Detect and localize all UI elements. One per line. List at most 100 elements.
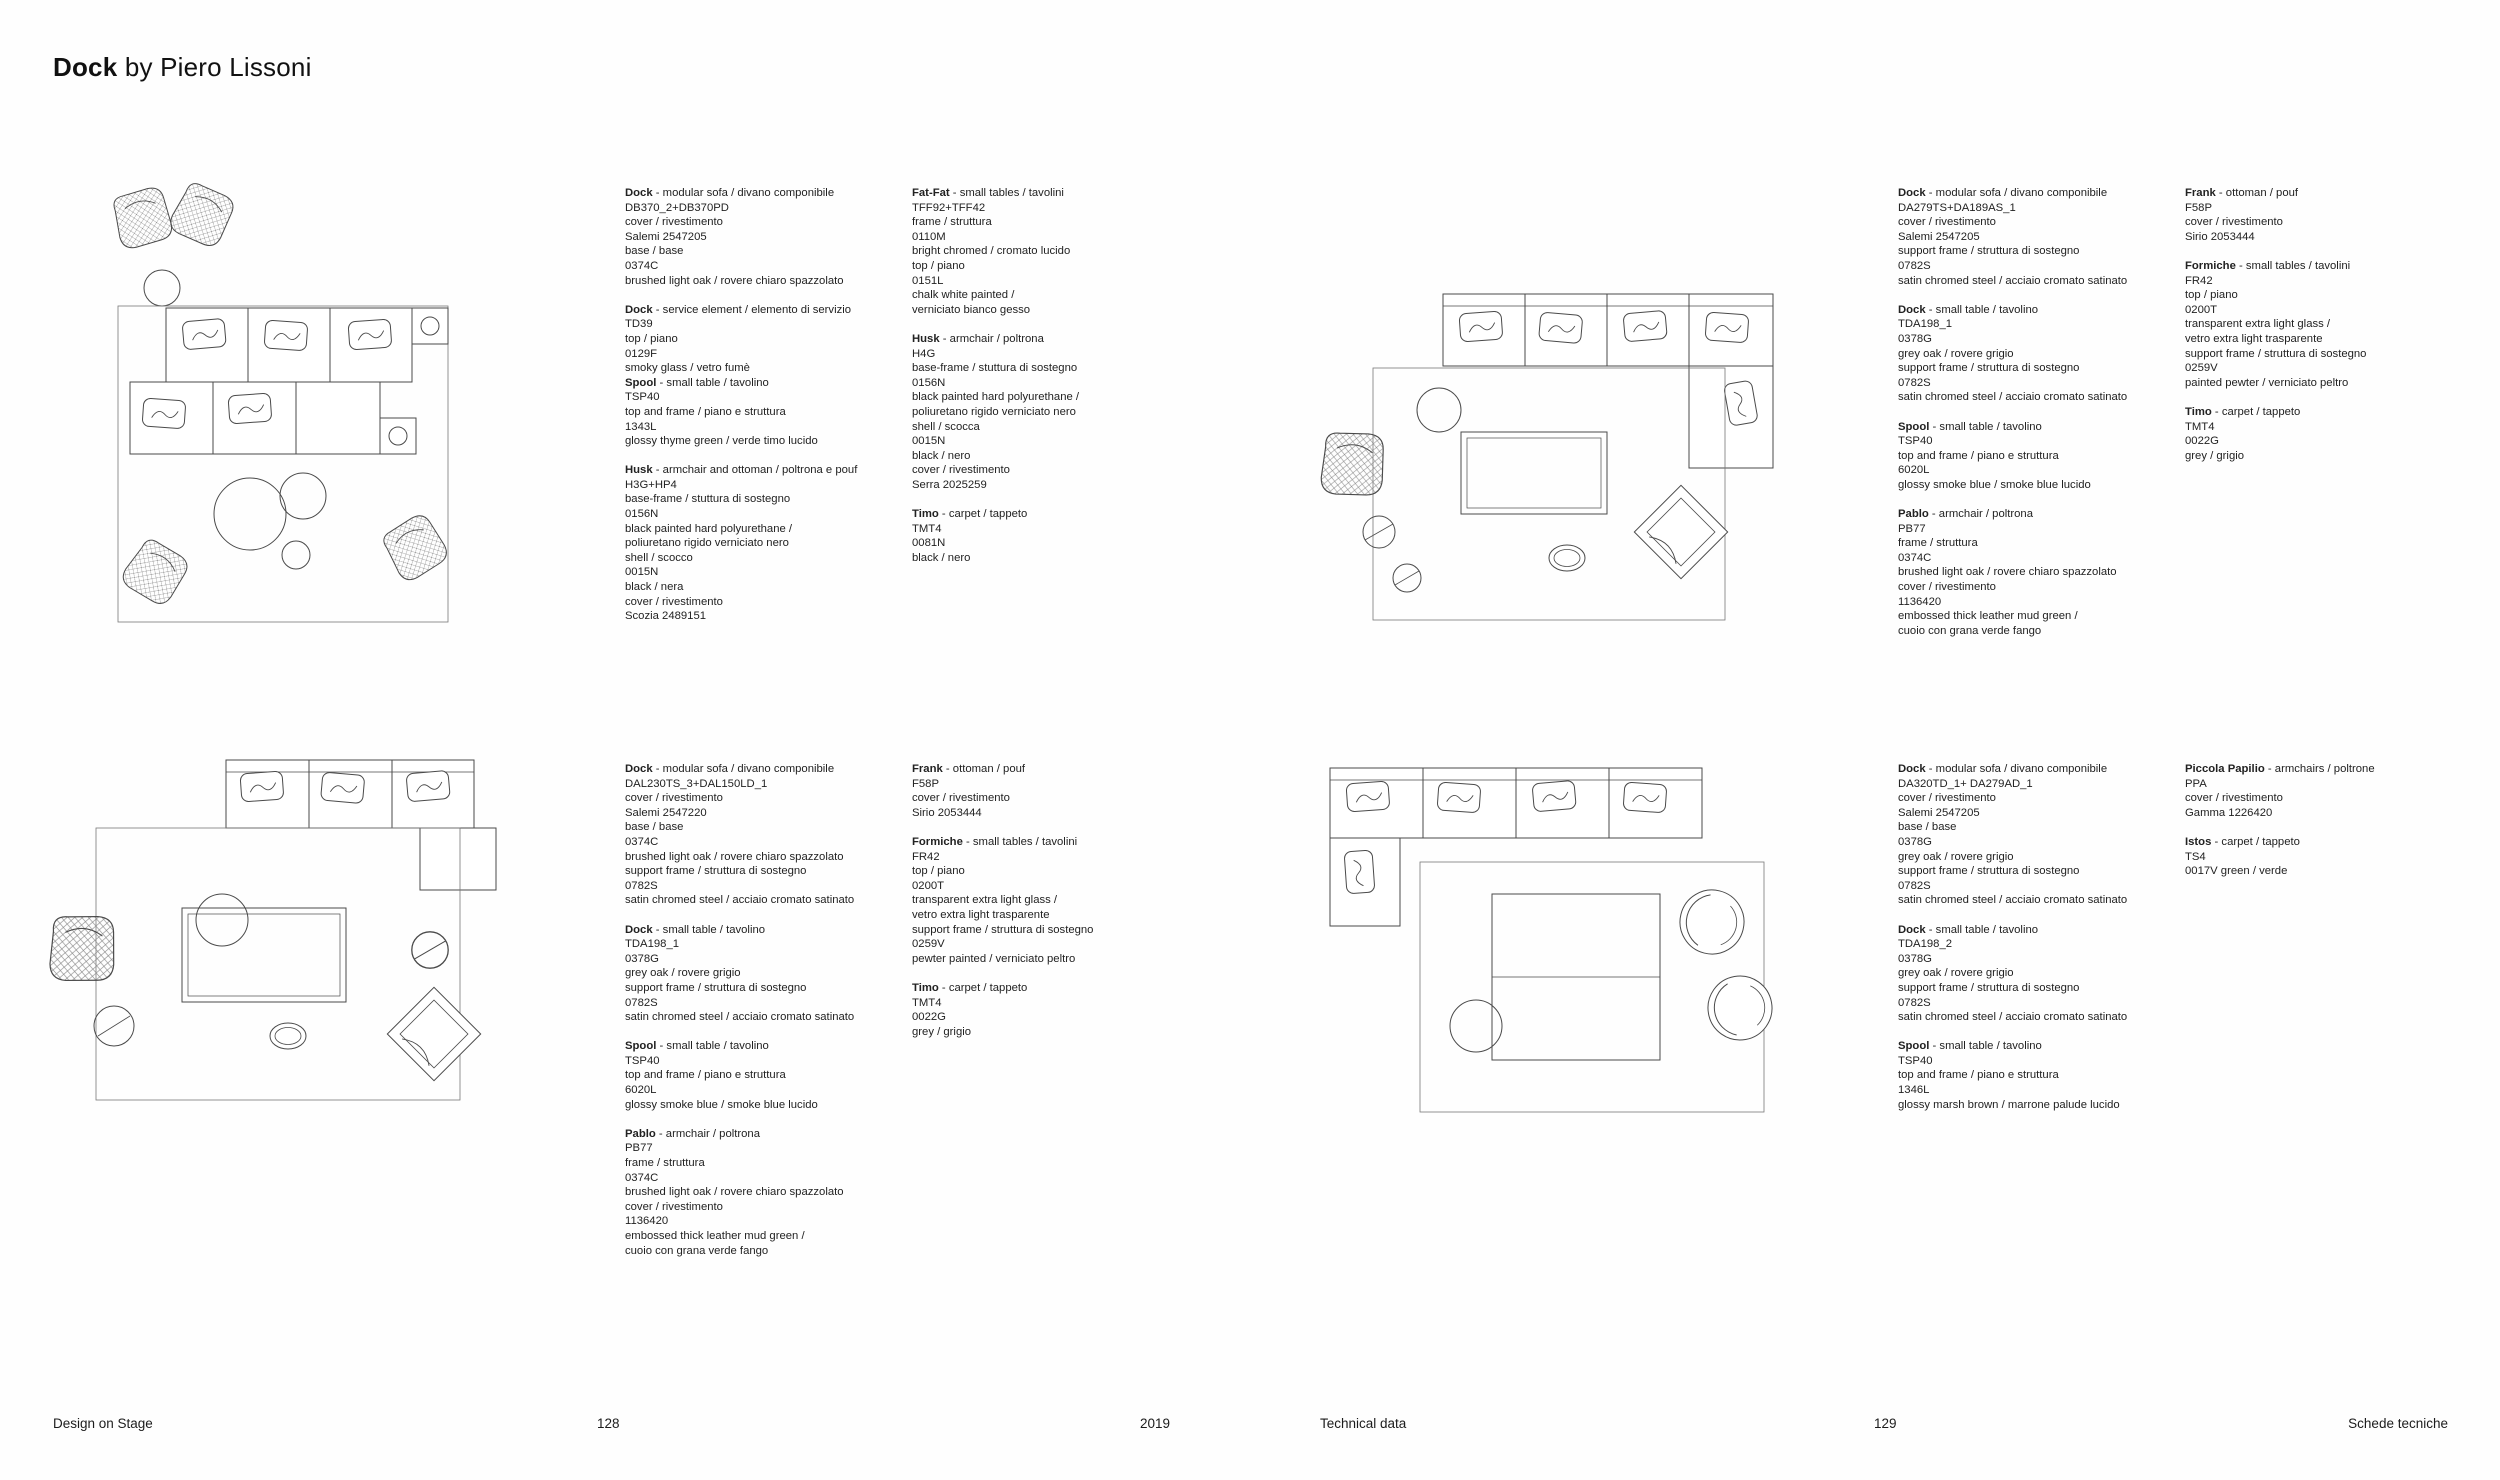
spec-line: frame / struttura [625, 1157, 705, 1170]
spec-line: PB77 [1898, 522, 1926, 535]
spec-line: cover / rivestimento [1898, 581, 1996, 594]
spec-line: vetro extra light trasparente [2185, 332, 2323, 345]
spec-line: glossy marsh brown / marrone palude luci… [1898, 1098, 2120, 1111]
spec-line: 1136420 [1898, 595, 1942, 608]
spec-line: top and frame / piano e struttura [625, 1069, 786, 1082]
spec-line: top / piano [625, 332, 678, 345]
spec-item-title: Dock - modular sofa / divano componibile [625, 187, 835, 199]
spec-line: chalk white painted / [912, 289, 1015, 302]
floor-plan-top-right [1315, 280, 1785, 650]
spec-line: poliuretano rigido verniciato nero [625, 537, 789, 550]
spec-line: 0782S [1898, 996, 1931, 1009]
spec-line: grey / grigio [912, 1025, 972, 1038]
spec-line: support frame / struttura di sostegno [1898, 865, 2080, 878]
footer-label-it: Schede tecniche [2348, 1416, 2448, 1431]
spec-line: 0200T [2185, 303, 2218, 316]
spec-line: 0378G [1898, 952, 1932, 965]
spec-item-title: Dock - modular sofa / divano componibile [625, 763, 835, 775]
spec-line: satin chromed steel / acciaio cromato sa… [1898, 391, 2128, 404]
spec-line: support frame / struttura di sostegno [625, 981, 807, 994]
spec-line: black / nero [912, 449, 971, 462]
spec-item-title: Istos - carpet / tappeto [2185, 835, 2300, 848]
spec-line: satin chromed steel / acciaio cromato sa… [625, 894, 855, 907]
floor-plan-bottom-center [1320, 754, 1790, 1119]
page-title: Dock by Piero Lissoni [53, 52, 312, 83]
spec-line: 0200T [912, 879, 945, 892]
spec-line: base-frame / stuttura di sostegno [912, 362, 1078, 375]
spec-line: cover / rivestimento [1898, 792, 1996, 805]
spec-line: TDA198_2 [1898, 938, 1953, 951]
spec-line: support frame / struttura di sostegno [1898, 981, 2080, 994]
spec-line: support frame / struttura di sostegno [2185, 347, 2367, 360]
spec-line: 0156N [912, 376, 946, 389]
spec-line: bright chromed / cromato lucido [912, 245, 1071, 258]
spec-item: Dock - service element / elemento di ser… [625, 303, 909, 376]
spec-line: cuoio con grana verde fango [625, 1244, 769, 1257]
spec-line: glossy smoke blue / smoke blue lucido [1898, 478, 2091, 491]
spec-item-title: Formiche - small tables / tavolini [2185, 259, 2351, 272]
spec-item-title: Dock - service element / elemento di ser… [625, 303, 852, 316]
spec-line: Gamma 1226420 [2185, 806, 2273, 819]
spec-line: black / nera [625, 581, 684, 594]
floor-plan-bottom-left [40, 742, 520, 1117]
spec-item-title: Timo - carpet / tappeto [912, 508, 1028, 521]
spec-line: top and frame / piano e struttura [1898, 1069, 2059, 1082]
spec-line: pewter painted / verniciato peltro [912, 952, 1076, 965]
spec-item-title: Frank - ottoman / pouf [912, 763, 1026, 775]
spec-line: Sirio 2053444 [912, 806, 982, 819]
spec-line: F58P [2185, 201, 2213, 214]
spec-line: smoky glass / vetro fumè [625, 362, 750, 375]
spec-line: FR42 [912, 850, 940, 863]
spec-line: grey / grigio [2185, 449, 2245, 462]
spec-line: cover / rivestimento [625, 1200, 723, 1213]
spec-line: 0015N [625, 566, 659, 579]
spec-item-title: Husk - armchair / poltrona [912, 332, 1044, 345]
spec-line: support frame / struttura di sostegno [1898, 245, 2080, 258]
footer-page-left: 128 [597, 1416, 620, 1431]
floor-plan-top-left-drawing [110, 177, 453, 623]
spec-line: cover / rivestimento [625, 595, 723, 608]
spec-item: Dock - modular sofa / divano componibile… [1898, 762, 2182, 908]
spec-line: base-frame / stuttura di sostegno [625, 493, 791, 506]
spec-line: cuoio con grana verde fango [1898, 624, 2042, 637]
spec-line: verniciato bianco gesso [912, 303, 1031, 316]
spec-line: TMT4 [2185, 420, 2215, 433]
spec-item-title: Pablo - armchair / poltrona [1898, 508, 2033, 521]
spec-line: TS4 [2185, 850, 2206, 863]
spec-line: base / base [625, 245, 684, 258]
spec-item-title: Timo - carpet / tappeto [2185, 405, 2301, 418]
spec-line: 0156N [625, 508, 659, 521]
spec-line: 0017V green / verde [2185, 865, 2288, 878]
spec-line: TMT4 [912, 996, 942, 1009]
spec-line: 1346L [1898, 1084, 1930, 1097]
spec-line: 0374C [625, 835, 659, 848]
spec-item-title: Spool - small table / tavolino [625, 1040, 769, 1053]
spec-line: 1136420 [625, 1215, 669, 1228]
spec-line: Salemi 2547205 [1898, 230, 1980, 243]
spec-line: DA320TD_1+ DA279AD_1 [1898, 777, 2033, 790]
spec-line: frame / struttura [1898, 537, 1978, 550]
spec-item-title: Piccola Papilio - armchairs / poltrone [2185, 763, 2375, 775]
spec-item-title: Spool - small table / tavolino [1898, 1040, 2042, 1053]
spec-line: TSP40 [1898, 1054, 1933, 1067]
spec-line: F58P [912, 777, 940, 790]
footer-brand: Design on Stage [53, 1416, 153, 1431]
floor-plan-top-right-drawing [1319, 293, 1774, 621]
spec-line: Scozia 2489151 [625, 610, 707, 623]
spec-line: black painted hard polyurethane / [625, 522, 793, 535]
spec-line: cover / rivestimento [2185, 216, 2283, 229]
spec-line: DAL230TS_3+DAL150LD_1 [625, 777, 768, 790]
spec-line: 0378G [1898, 835, 1932, 848]
spec-line: base / base [625, 821, 684, 834]
spec-line: support frame / struttura di sostegno [625, 865, 807, 878]
spec-line: embossed thick leather mud green / [1898, 610, 2078, 623]
